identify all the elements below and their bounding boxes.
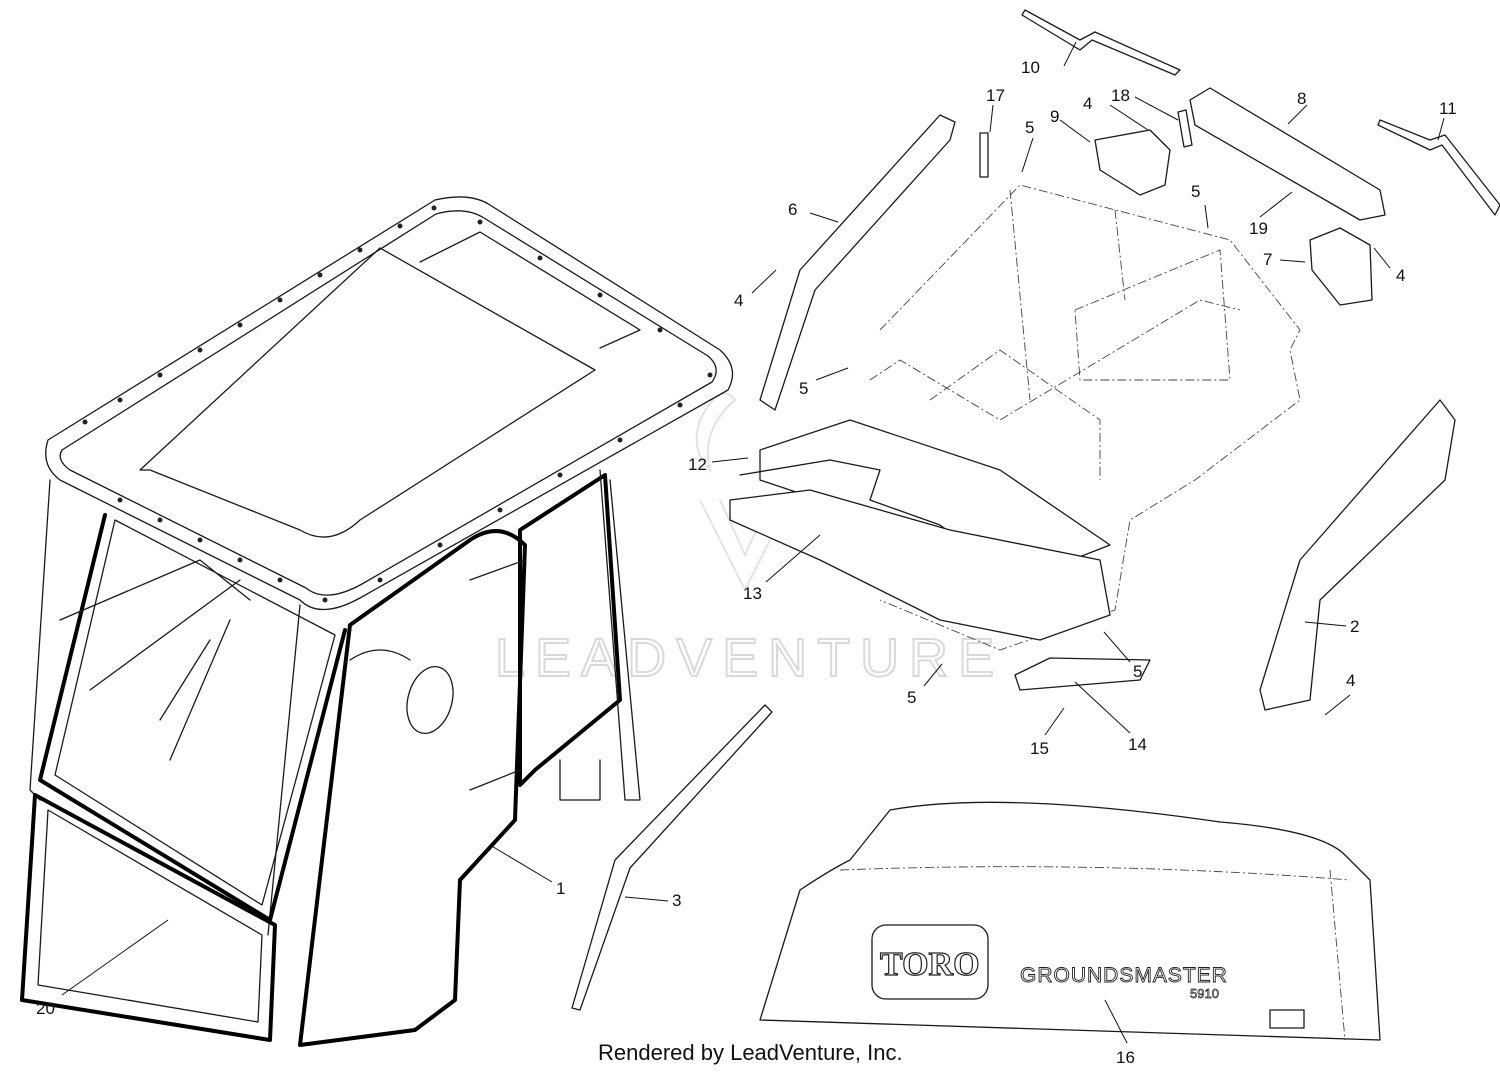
callout-8: 8 (1297, 89, 1306, 108)
callout-9: 9 (1050, 107, 1059, 126)
hood-brand-logo: TORO (880, 946, 980, 983)
watermark-text: LEADVENTURE (495, 628, 1004, 688)
seal-strip-3 (571, 704, 773, 1011)
watermark: LEADVENTURE (494, 392, 1004, 689)
callout-4: 4 (1346, 671, 1355, 690)
callout-16: 16 (1116, 1048, 1135, 1067)
callout-2: 2 (1350, 617, 1359, 636)
toro-logo-badge (871, 924, 989, 1000)
hood-model-name: GROUNDSMASTER (1020, 964, 1228, 987)
roof-bolts (82, 205, 713, 603)
callout-11: 11 (1439, 99, 1457, 118)
callout-20: 20 (36, 999, 55, 1018)
callout-14: 14 (1128, 735, 1147, 754)
callout-15: 15 (1030, 739, 1049, 758)
callout-4: 4 (734, 291, 743, 310)
callout-5: 5 (1025, 118, 1034, 137)
callout-4: 4 (1083, 94, 1092, 113)
callout-numbers: 1 2 3 4 4 4 4 5 5 5 5 5 6 7 8 9 10 11 12… (36, 58, 1457, 1067)
callout-13: 13 (743, 584, 762, 603)
callout-4: 4 (1396, 266, 1405, 285)
callout-18: 18 (1111, 86, 1130, 105)
footer-text: Rendered by LeadVenture, Inc. (598, 1040, 903, 1065)
callout-1: 1 (556, 879, 565, 898)
callout-5: 5 (1191, 182, 1200, 201)
body-frame-assembly (729, 9, 1500, 711)
callout-7: 7 (1263, 250, 1272, 269)
callout-leaders (61, 41, 1445, 1044)
hood-panel-16: TORO GROUNDSMASTER 5910 (759, 801, 1381, 1041)
callout-5: 5 (1133, 662, 1142, 681)
callout-3: 3 (672, 891, 681, 910)
callout-5: 5 (907, 688, 916, 707)
callout-6: 6 (788, 200, 797, 219)
hood-model-number: 5910 (1190, 986, 1219, 1001)
callout-12: 12 (688, 455, 707, 474)
cab-assembly (20, 196, 734, 1047)
callout-17: 17 (986, 86, 1005, 105)
callout-19: 19 (1249, 219, 1268, 238)
callout-10: 10 (1021, 58, 1040, 77)
callout-5: 5 (799, 379, 808, 398)
